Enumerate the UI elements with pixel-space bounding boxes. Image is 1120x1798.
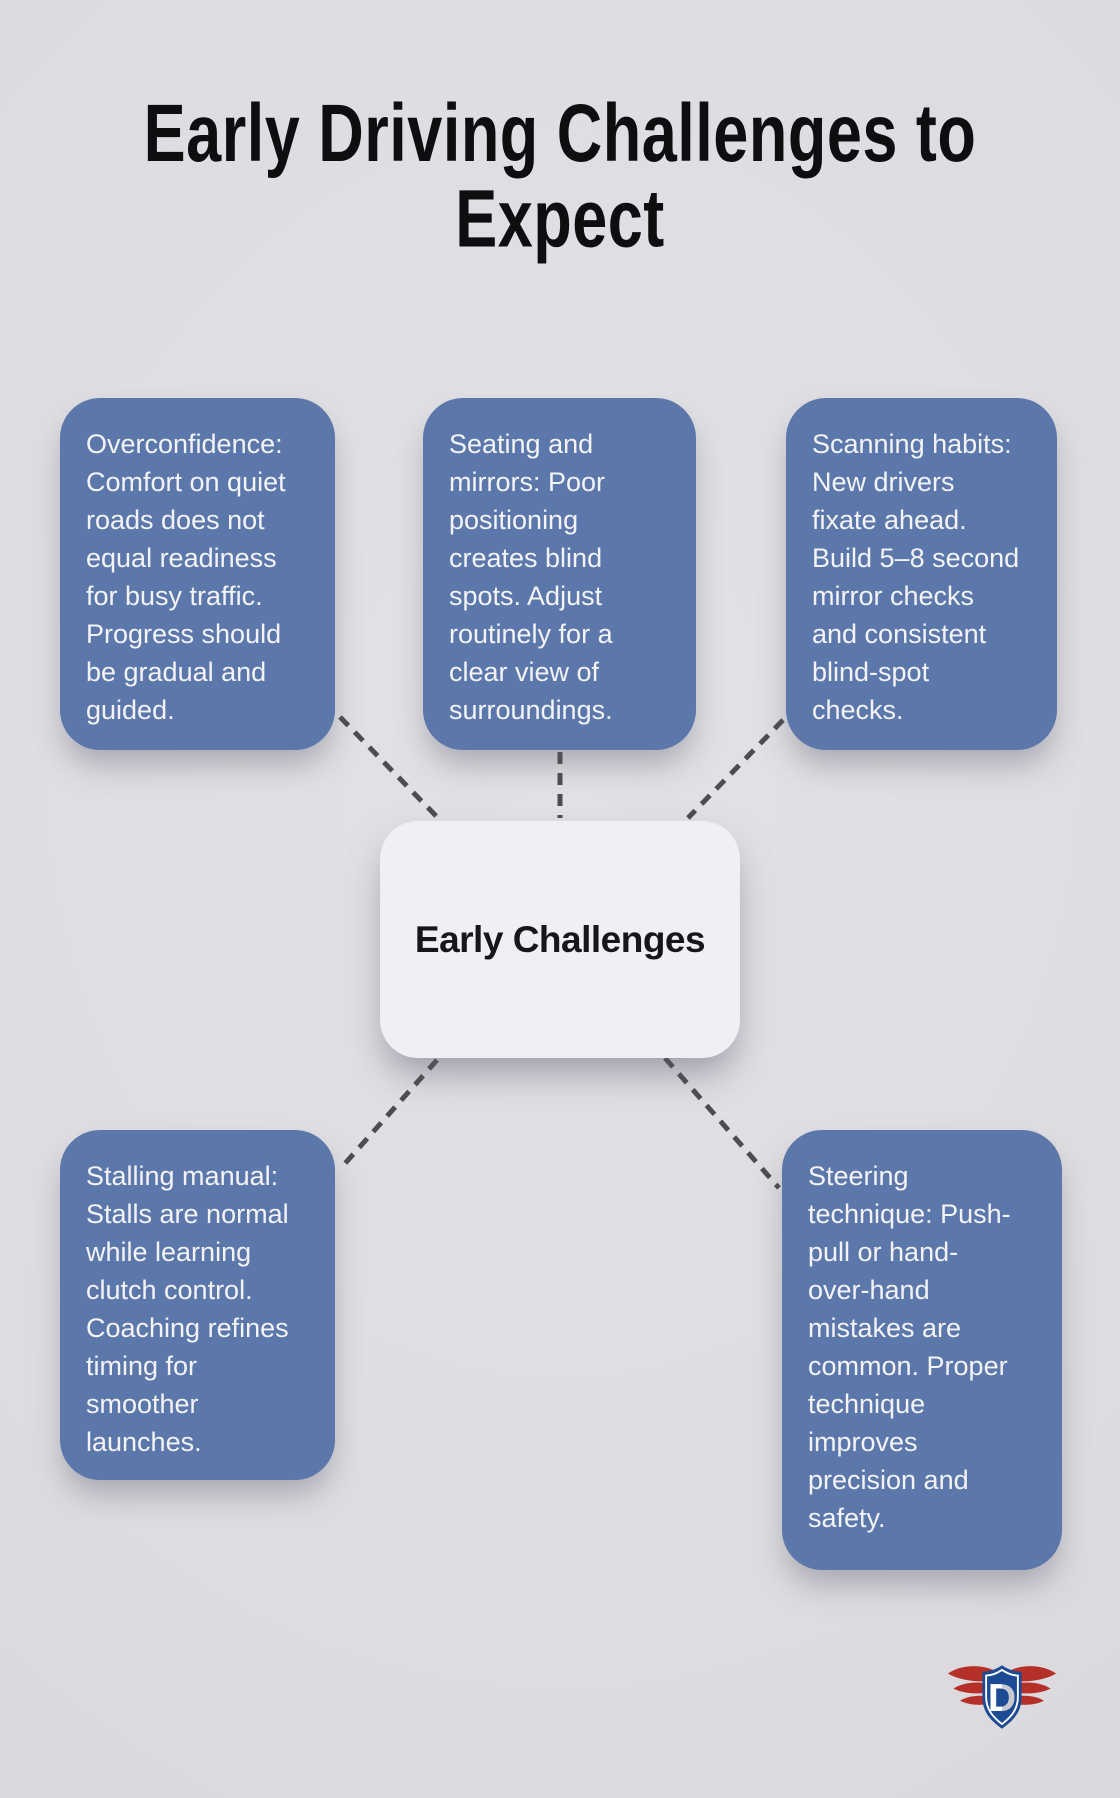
page-title: Early Driving Challenges to Expect xyxy=(143,88,977,265)
node-overconfidence: Overconfidence: Comfort on quiet roads d… xyxy=(60,398,335,750)
center-node-label: Early Challenges xyxy=(414,918,706,960)
node-stalling-manual-text: Stalling manual: Stalls are normal while… xyxy=(86,1161,289,1457)
shield-icon xyxy=(982,1665,1022,1729)
node-steering-technique-text: Steering technique: Push- pull or hand- … xyxy=(808,1161,1011,1533)
connector-scanning-habits xyxy=(686,718,785,820)
logo-letter: D xyxy=(988,1677,1016,1720)
node-scanning-habits-text: Scanning habits: New drivers fixate ahea… xyxy=(812,429,1020,725)
brand-logo: D xyxy=(946,1660,1058,1734)
node-steering-technique: Steering technique: Push- pull or hand- … xyxy=(782,1130,1062,1570)
node-seating-and-mirrors: Seating and mirrors: Poor positioning cr… xyxy=(423,398,696,750)
connector-overconfidence xyxy=(338,715,440,820)
node-stalling-manual: Stalling manual: Stalls are normal while… xyxy=(60,1130,335,1480)
center-node: Early Challenges xyxy=(380,821,740,1058)
connector-stalling-manual xyxy=(339,1058,439,1170)
node-scanning-habits: Scanning habits: New drivers fixate ahea… xyxy=(786,398,1057,750)
node-overconfidence-text: Overconfidence: Comfort on quiet roads d… xyxy=(86,429,286,725)
connector-steering-technique xyxy=(663,1056,781,1190)
node-seating-and-mirrors-text: Seating and mirrors: Poor positioning cr… xyxy=(449,429,613,725)
